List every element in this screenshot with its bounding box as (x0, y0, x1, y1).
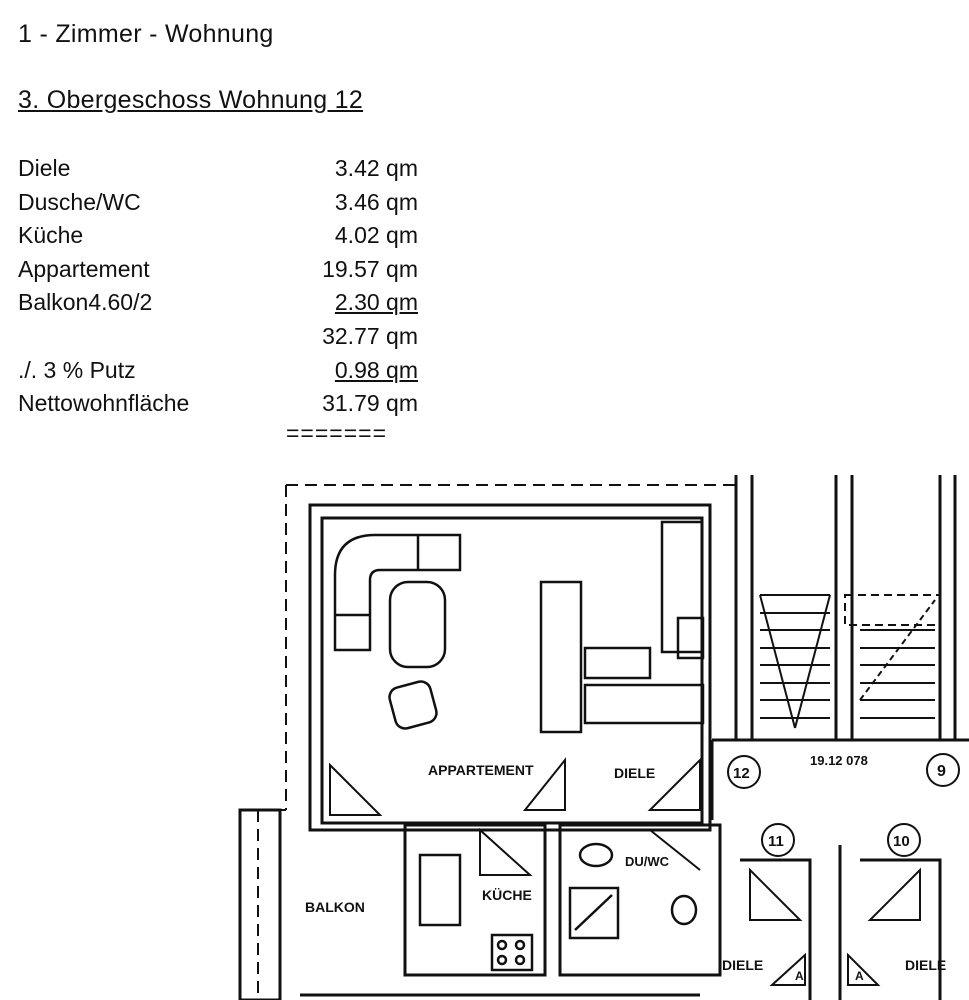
area-row: ./. 3 % Putz 0.98 qm (18, 357, 418, 391)
room-label-balkon: BALKON (305, 899, 365, 915)
page-title: 1 - Zimmer - Wohnung (18, 20, 274, 48)
area-value: 0.98 qm (334, 356, 418, 383)
plan-walls (238, 475, 969, 1000)
area-table: Diele 3.42 qm Dusche/WC 3.46 qm Küche 4.… (18, 155, 418, 424)
plan-boundary (257, 484, 736, 1000)
total-marker: ======= (286, 420, 388, 446)
unit-markers (727, 753, 960, 857)
area-value: 3.42 qm (334, 155, 418, 181)
unit-circle-11 (761, 823, 795, 857)
area-label: Nettowohnfläche (18, 390, 190, 417)
unit-circle-9 (926, 753, 960, 787)
door-swings (329, 757, 921, 986)
stair-note: 19.12 078 (810, 753, 868, 768)
area-value: 19.57 qm (322, 255, 418, 282)
room-label-diele-right: DIELE (905, 957, 946, 973)
unit-number-12: 12 (733, 765, 750, 782)
area-value: 2.30 qm (334, 289, 418, 316)
room-label-diele-left: DIELE (722, 957, 763, 973)
room-label-dusche: DU/WC (625, 854, 670, 869)
area-label: Appartement (18, 255, 150, 282)
room-label-kuche: KÜCHE (482, 887, 532, 903)
unit-circle-10 (887, 823, 921, 857)
area-row: Diele 3.42 qm (18, 155, 418, 189)
room-label-appartement: APPARTEMENT (428, 762, 534, 778)
arrow-label-a1: A (795, 969, 804, 983)
area-row: Dusche/WC 3.46 qm (18, 189, 418, 223)
unit-circle-12 (727, 755, 761, 789)
unit-number-10: 10 (893, 833, 910, 850)
area-label: Diele (18, 155, 71, 181)
room-label-diele: DIELE (614, 765, 655, 781)
area-row: Küche 4.02 qm (18, 222, 418, 256)
stair-treads (759, 594, 941, 729)
furniture (333, 520, 705, 972)
area-value: 3.46 qm (334, 188, 418, 215)
area-value: 4.02 qm (334, 222, 418, 249)
subtotal-value: 32.77 qm (322, 322, 418, 349)
area-label: Dusche/WC (18, 188, 141, 215)
area-row: Appartement 19.57 qm (18, 256, 418, 290)
subtotal-row: 32.77 qm (18, 323, 418, 357)
page-subtitle: 3. Obergeschoss Wohnung 12 (18, 86, 364, 114)
area-label: ./. 3 % Putz (18, 356, 136, 383)
arrow-label-a2: A (855, 969, 864, 983)
unit-number-9: 9 (937, 763, 946, 780)
total-value: 31.79 qm (322, 390, 418, 417)
unit-number-11: 11 (768, 833, 784, 850)
total-row: Nettowohnfläche 31.79 qm (18, 390, 418, 424)
area-label: Küche (18, 222, 84, 249)
area-row: Balkon4.60/2 2.30 qm (18, 289, 418, 323)
area-label: Balkon4.60/2 (18, 289, 153, 316)
